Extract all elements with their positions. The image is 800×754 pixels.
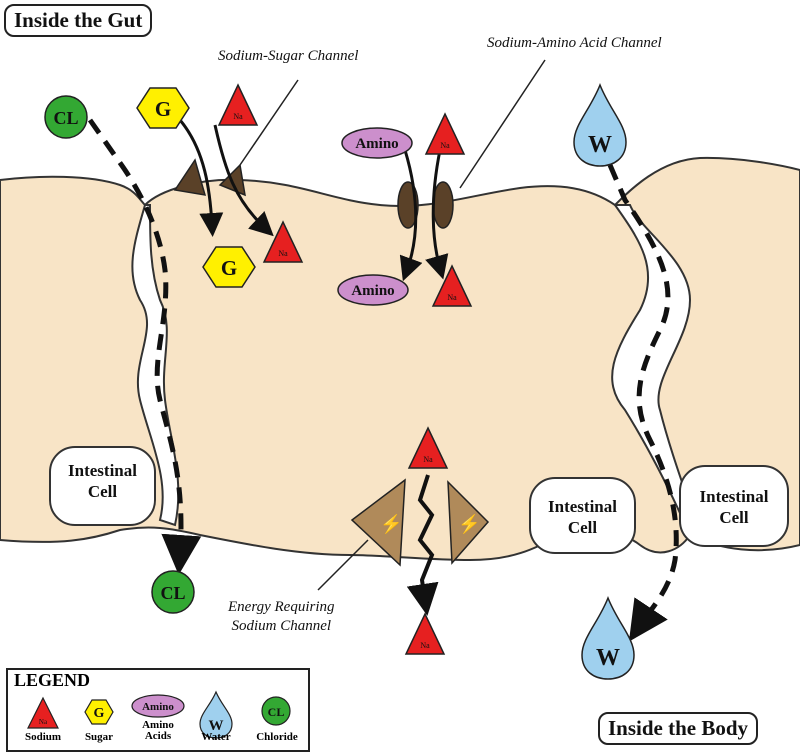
left-cell-label-line2: Cell bbox=[87, 482, 118, 501]
svg-text:Na: Na bbox=[420, 641, 430, 650]
energy-channel-right bbox=[447, 480, 490, 565]
sodium-sugar-arrow bbox=[213, 124, 274, 237]
legend-sugar-label: Sugar bbox=[84, 731, 114, 743]
legend-sodium-label: Sodium bbox=[24, 731, 62, 743]
legend-amino-icon: Amino bbox=[131, 694, 185, 718]
right-cell-label-line1: Intestinal bbox=[699, 487, 769, 506]
legend-amino-label-line2: Acids bbox=[144, 730, 172, 742]
middle-cell-label-line1: Intestinal bbox=[548, 497, 617, 516]
svg-text:Na: Na bbox=[39, 718, 48, 726]
right-cell-label-line2: Cell bbox=[719, 508, 749, 527]
region-label-gut: Inside the Gut bbox=[4, 4, 153, 37]
legend-water-label: Water bbox=[201, 731, 231, 743]
svg-text:Na: Na bbox=[233, 112, 243, 121]
svg-text:W: W bbox=[588, 132, 612, 158]
water-molecule: W bbox=[573, 82, 627, 167]
svg-text:Na: Na bbox=[447, 293, 457, 302]
amino-channel-right bbox=[432, 181, 454, 229]
legend-icons: Na G Amino W CL bbox=[27, 690, 291, 739]
sodium-molecule: Na bbox=[262, 220, 304, 263]
water-path-arrow bbox=[607, 164, 679, 642]
svg-text:Na: Na bbox=[423, 455, 433, 464]
svg-text:Amino: Amino bbox=[142, 701, 174, 713]
water-molecule: W bbox=[581, 595, 635, 680]
middle-cell-label-line2: Cell bbox=[567, 518, 598, 537]
energy-channel-label-line2: Sodium Channel bbox=[231, 618, 332, 634]
energy-channel-pointer bbox=[317, 539, 369, 591]
svg-text:G: G bbox=[221, 256, 237, 280]
svg-text:CL: CL bbox=[268, 705, 285, 719]
legend-chloride-label: Chloride bbox=[256, 731, 298, 743]
left-cell-label-line1: Intestinal bbox=[68, 461, 137, 480]
amino-channel-pointer bbox=[459, 59, 546, 189]
right-cell-nucleus bbox=[679, 465, 789, 547]
left-cell-nucleus bbox=[49, 446, 156, 526]
chloride-path-arrow bbox=[87, 118, 202, 575]
svg-text:W: W bbox=[209, 718, 224, 734]
sodium-molecule: Na bbox=[424, 112, 466, 155]
left-cell-label: Intestinal Cell bbox=[50, 460, 155, 502]
sugar-channel-label: Sodium-Sugar Channel bbox=[218, 48, 359, 64]
sugar-molecule: G bbox=[136, 87, 190, 129]
amino-arrow bbox=[399, 149, 423, 282]
svg-text:CL: CL bbox=[160, 583, 185, 603]
svg-text:Na: Na bbox=[278, 249, 288, 258]
svg-text:CL: CL bbox=[53, 108, 78, 128]
legend-title: LEGEND bbox=[14, 670, 91, 690]
region-label-body: Inside the Body bbox=[598, 712, 759, 745]
legend-sugar-icon: G bbox=[84, 699, 114, 725]
sodium-energy-arrow bbox=[406, 474, 439, 616]
amino-molecule: Amino bbox=[337, 274, 409, 306]
energy-channel-left bbox=[350, 478, 406, 567]
svg-text:G: G bbox=[94, 706, 105, 721]
sugar-channel-pointer bbox=[239, 79, 299, 166]
svg-text:Amino: Amino bbox=[351, 283, 394, 299]
sugar-arrow bbox=[178, 119, 224, 237]
amino-molecule: Amino bbox=[341, 127, 413, 159]
legend-amino-label-line1: Amino bbox=[142, 719, 174, 731]
sodium-molecule: Na bbox=[407, 426, 449, 469]
energy-channel-label: Energy Requiring Sodium Channel bbox=[228, 598, 335, 636]
svg-text:G: G bbox=[155, 97, 171, 121]
sodium-molecule: Na bbox=[404, 612, 446, 655]
svg-text:Amino: Amino bbox=[355, 136, 398, 152]
bolt-icon: ⚡ bbox=[380, 513, 402, 535]
legend-chloride-icon: CL bbox=[261, 696, 291, 726]
legend-sodium-icon: Na bbox=[27, 696, 59, 729]
amino-channel-label: Sodium-Amino Acid Channel bbox=[487, 35, 662, 51]
legend-amino-label: Amino Acids bbox=[132, 720, 184, 742]
bolt-icon: ⚡ bbox=[458, 513, 480, 535]
sugar-molecule: G bbox=[202, 246, 256, 288]
right-cell-label: Intestinal Cell bbox=[680, 486, 788, 528]
svg-text:W: W bbox=[596, 645, 620, 671]
sodium-molecule: Na bbox=[217, 83, 259, 126]
chloride-molecule: CL bbox=[44, 95, 88, 139]
sodium-molecule: Na bbox=[431, 264, 473, 307]
legend-box: LEGEND Na G Amino W CL Sodium Sugar Amin… bbox=[6, 668, 310, 752]
middle-cell-label: Intestinal Cell bbox=[530, 496, 635, 538]
chloride-molecule: CL bbox=[151, 570, 195, 614]
sugar-channel-left bbox=[173, 158, 207, 196]
svg-text:Na: Na bbox=[440, 141, 450, 150]
middle-cell-nucleus bbox=[529, 477, 636, 554]
energy-channel-label-line1: Energy Requiring bbox=[228, 599, 335, 615]
legend-water-icon: W bbox=[199, 690, 233, 739]
sodium-amino-arrow bbox=[425, 149, 449, 280]
